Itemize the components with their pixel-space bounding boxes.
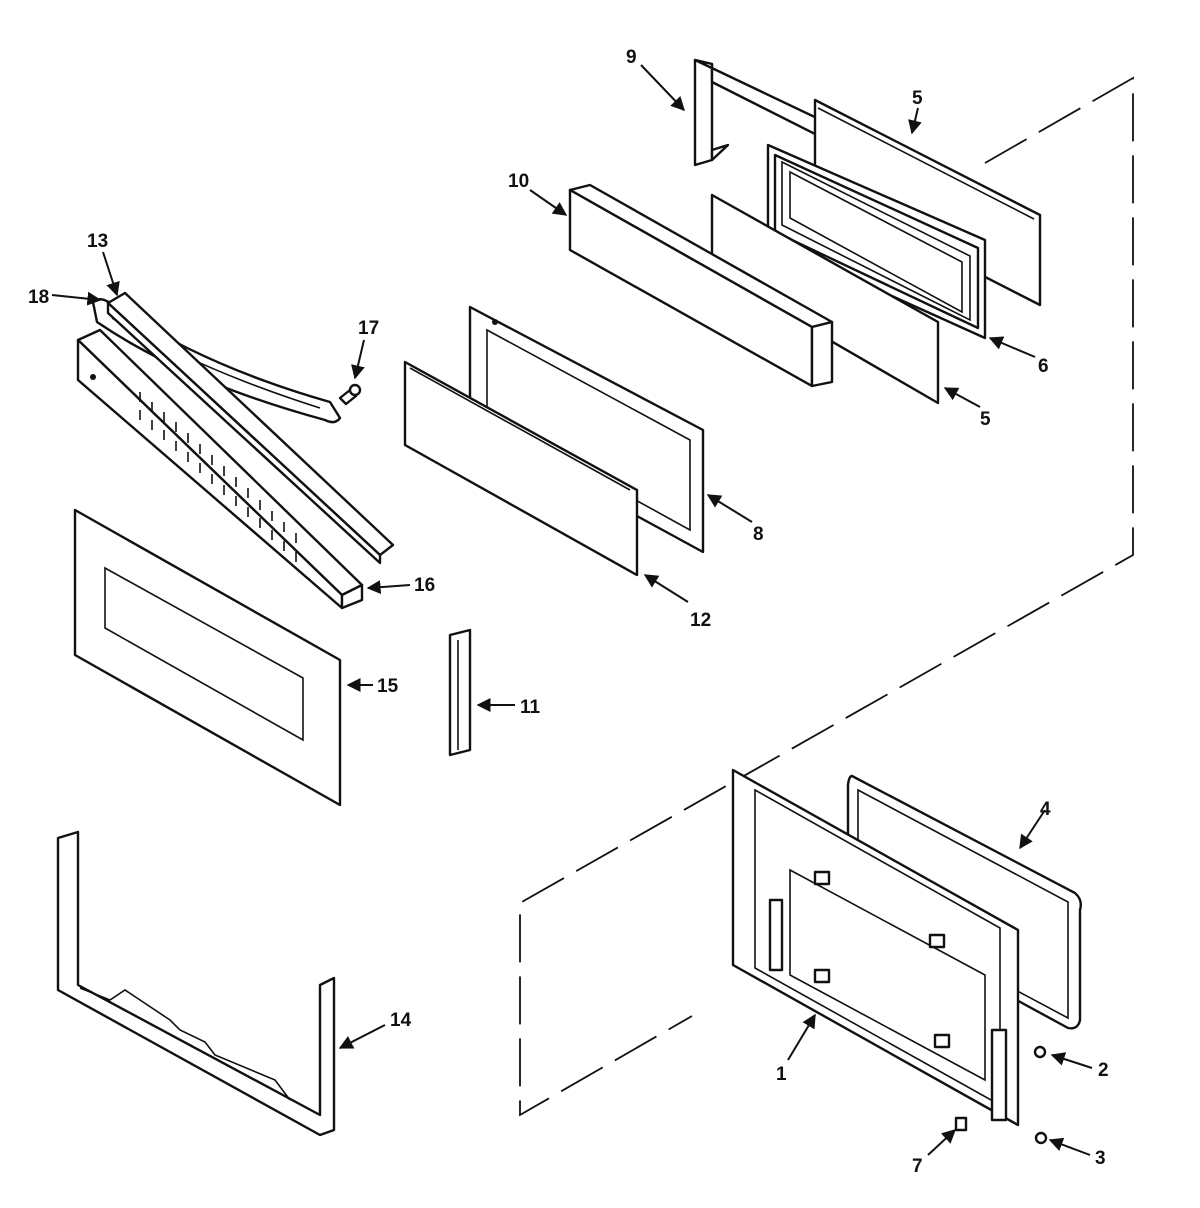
nut-part-2 [1033,1045,1047,1059]
callout-8: 8 [753,524,764,545]
glass-pack-part-6 [766,143,987,340]
callout-2: 2 [1098,1060,1109,1081]
glass-panel-part-5-bottom [710,193,940,405]
callout-3: 3 [1095,1148,1106,1169]
callout-1: 1 [776,1064,787,1085]
callout-15: 15 [377,676,399,697]
washer-part-3 [1034,1131,1048,1145]
inner-door-panel-part-8 [468,305,705,554]
vent-frame-part-16 [76,328,364,610]
inner-glass-part-12 [403,360,639,577]
callout-7: 7 [912,1156,923,1177]
callout-6: 6 [1038,356,1049,377]
leader-lines [51,64,1093,1156]
door-frame-part-14 [56,830,336,1137]
assembly-boundary [519,76,1134,1117]
callout-11: 11 [520,697,541,718]
insulation-part-10 [568,183,834,388]
callout-16: 16 [414,575,435,596]
inner-door-liner-part-1 [731,768,1020,1127]
callout-18: 18 [28,287,49,308]
hinge-channel-part-11 [448,628,472,757]
callout-14: 14 [390,1010,412,1031]
spacer-part-7 [954,1116,968,1132]
callout-5-top: 5 [912,88,923,109]
callout-4: 4 [1040,799,1051,820]
screw-part-17 [338,383,362,406]
callout-5-bottom: 5 [980,409,991,430]
callout-13: 13 [87,231,108,252]
callout-9: 9 [626,47,637,68]
callout-12: 12 [690,610,711,631]
vent-cover-part-18 [106,291,395,565]
callout-17: 17 [358,318,379,339]
outer-door-panel-part-15 [73,508,342,807]
callout-10: 10 [508,171,529,192]
callout-labels: 9 5 10 13 17 18 6 5 8 16 12 15 11 4 14 1… [28,47,1109,1177]
